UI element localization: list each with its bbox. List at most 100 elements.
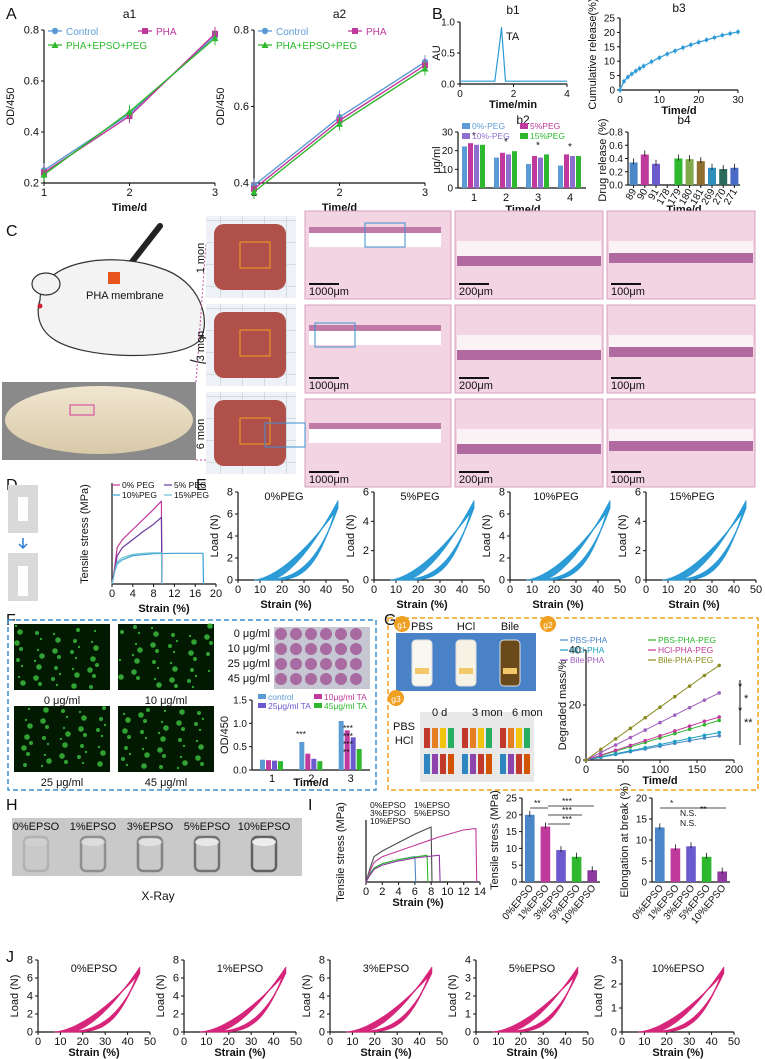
g2-xlabel: Time/d (642, 775, 677, 787)
fluorescence-cell (122, 712, 126, 716)
b4-bar (629, 162, 638, 185)
fluorescence-cell (42, 736, 46, 740)
a1-xlabel: Time/d (112, 202, 147, 214)
ph-strip (432, 728, 438, 748)
J-load-loop (57, 971, 141, 1033)
xray-tube (250, 835, 278, 873)
b3-y-tick-label: 10 (604, 57, 616, 68)
fluorescence-cell (125, 763, 129, 767)
fluorescence-cell (163, 725, 169, 731)
J-load-loop (508, 966, 579, 1033)
well (350, 658, 362, 670)
E-y-tick-label: 6 (227, 509, 233, 521)
b4-ylabel: Drug release (%) (597, 118, 609, 201)
D-stress-curve (111, 552, 163, 585)
fluorescence-cell (121, 757, 125, 761)
fluorescence-cell (81, 715, 87, 721)
F-x-tick-label: 1 (269, 773, 275, 785)
bars2-y-tick-label: 15 (636, 815, 648, 826)
g2-data-point (599, 753, 603, 757)
J-x-tick-label: 0 (473, 1036, 479, 1048)
g2-data-point (717, 718, 721, 723)
J-x-tick-label: 40 (559, 1036, 571, 1048)
zoom-box (364, 222, 406, 248)
xray-image (12, 818, 302, 876)
J-x-tick-label: 0 (35, 1036, 41, 1048)
fluorescence-cell (179, 755, 183, 759)
g2-x-tick-label: 50 (617, 764, 629, 776)
g2-data-point (673, 713, 677, 717)
b3-x-tick-label: 0 (617, 95, 623, 106)
J-y-tick-label: 4 (173, 991, 179, 1003)
J-chart-title: 10%EPSO (652, 963, 705, 975)
fluorescence-cell (178, 738, 182, 742)
F-bar (350, 737, 356, 770)
fluorescence-cell (157, 731, 161, 735)
D-x-tick-label: 20 (210, 588, 222, 600)
I-x-tick-label: 12 (458, 886, 470, 898)
E-y-tick-label: 0 (363, 575, 369, 587)
fluorescence-cell (78, 726, 84, 732)
g2-series-line (585, 664, 720, 761)
fluorescence-cell (59, 737, 63, 741)
g2-significance: * (744, 693, 749, 705)
b4-x-tick-label: 271 (722, 187, 740, 207)
b2-y-tick-label: 10 (442, 165, 454, 176)
panel-letter-E: E (196, 477, 207, 494)
E-y-tick-label: 8 (499, 487, 505, 499)
g2-data-point (673, 729, 677, 733)
tissue-layer (457, 256, 601, 266)
E-load-loop (665, 505, 747, 581)
J-xlabel: Strain (%) (214, 1047, 266, 1059)
E-y-tick-label: 2 (363, 545, 369, 557)
J-chart-title: 5%EPSO (509, 963, 556, 975)
J-load-loop (203, 971, 287, 1033)
bars2-ylabel: Elongation at break (%) (619, 783, 631, 898)
g2-y-tick-label: 20 (569, 700, 581, 712)
ph-strip (486, 754, 492, 774)
a1-legend-label: PHA (156, 27, 177, 38)
b2-y-tick-label: 0 (447, 184, 453, 195)
fluorescence-cell (169, 677, 175, 683)
timepoint-label: 1 mon (195, 243, 207, 274)
g3-photo (420, 712, 534, 782)
membrane-region (239, 241, 271, 269)
E-x-tick-label: 50 (614, 584, 626, 596)
D-stress-curve (111, 500, 163, 585)
fluorescence-cell (174, 684, 178, 688)
I-stress-significance: *** (562, 796, 573, 806)
J-x-tick-label: 0 (327, 1036, 333, 1048)
g2-x-tick-label: 0 (583, 764, 589, 776)
b3-y-tick-label: 20 (604, 28, 616, 39)
g1-tag: g1 (397, 620, 407, 630)
fluorescence-cell (14, 640, 20, 646)
E-load-loop (542, 500, 611, 581)
ph-strip (424, 728, 430, 748)
E-ylabel: Load (N) (209, 515, 221, 558)
fluorescence-cell (207, 669, 211, 673)
b2-bar (544, 154, 549, 188)
fluorescence-cell (71, 683, 77, 689)
tissue-layer (457, 350, 601, 360)
J-y-tick-label: 0 (27, 1027, 33, 1039)
a1-data-point (126, 108, 133, 115)
fluorescence-cell (73, 639, 77, 643)
b2-bar (558, 165, 563, 188)
fluorescence-label: 45 μg/ml (145, 777, 187, 789)
F-x-tick-label: 3 (348, 773, 354, 785)
fluorescence-cell (171, 633, 175, 637)
g3-time-label: 3 mon (472, 707, 503, 719)
a1-y-tick-label: 0.2 (24, 178, 39, 190)
J-x-tick-label: 20 (77, 1036, 89, 1048)
g2-data-point (658, 742, 662, 747)
fluorescence-cell (29, 741, 33, 745)
E-xlabel: Strain (%) (532, 599, 584, 611)
g2-data-point (717, 715, 721, 719)
fluorescence-cell (150, 626, 154, 630)
fluorescence-cell (156, 666, 160, 670)
fluorescence-cell (35, 631, 39, 635)
ph-strip (508, 728, 514, 748)
J-x-tick-label: 50 (290, 1036, 302, 1048)
panel-F-frame (7, 619, 377, 791)
F-legend-swatch (314, 703, 322, 708)
